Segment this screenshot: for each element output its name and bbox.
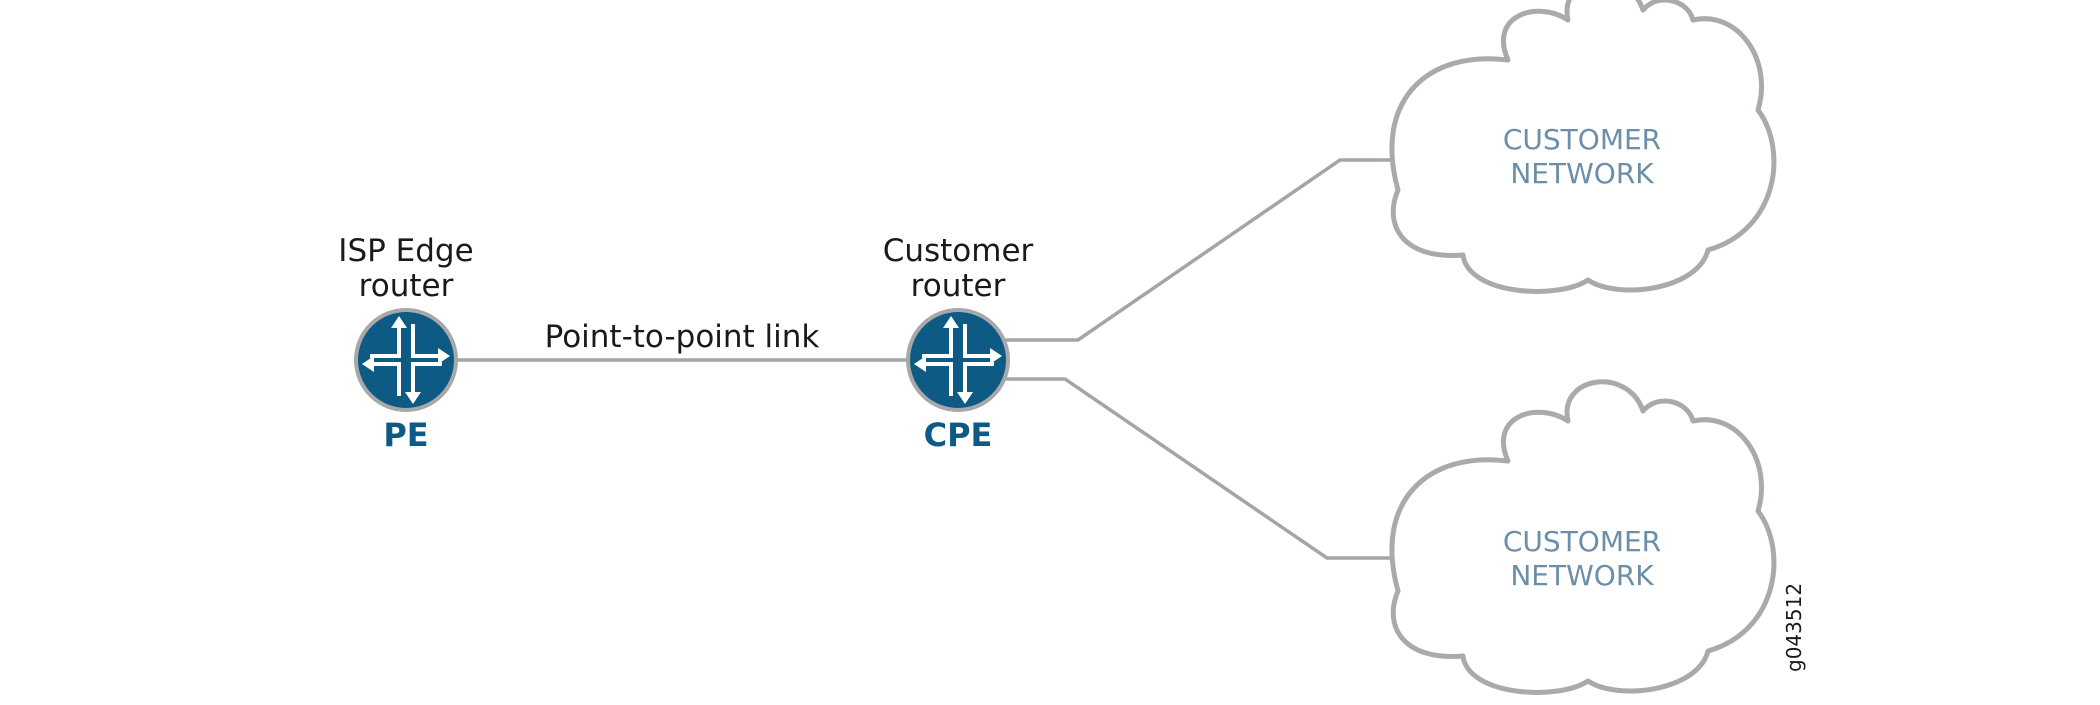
link-cpe-to-top-cloud: [1005, 158, 1400, 342]
cloud-top-label-line2: NETWORK: [1510, 157, 1654, 190]
pe-code-label: PE: [383, 416, 428, 454]
router-icon: [906, 308, 1010, 412]
cpe-router: Customer router CPE: [883, 233, 1034, 454]
cloud-bottom-label-line2: NETWORK: [1510, 559, 1654, 592]
cloud-bottom-label-line1: CUSTOMER: [1503, 525, 1661, 558]
pe-router: ISP Edge router PE: [338, 233, 473, 454]
customer-network-cloud-bottom: CUSTOMER NETWORK: [1392, 382, 1774, 693]
pe-caption-line1: ISP Edge: [338, 233, 473, 269]
pe-caption-line2: router: [359, 268, 454, 304]
cpe-code-label: CPE: [924, 416, 993, 454]
cpe-caption-line2: router: [911, 268, 1006, 304]
link-cpe-to-bottom-cloud: [1005, 377, 1400, 560]
cpe-caption-line1: Customer: [883, 233, 1034, 269]
customer-network-cloud-top: CUSTOMER NETWORK: [1392, 0, 1774, 291]
point-to-point-link-label: Point-to-point link: [545, 319, 820, 355]
router-icon: [354, 308, 458, 412]
figure-id: g043512: [1782, 583, 1806, 672]
cloud-top-label-line1: CUSTOMER: [1503, 123, 1661, 156]
